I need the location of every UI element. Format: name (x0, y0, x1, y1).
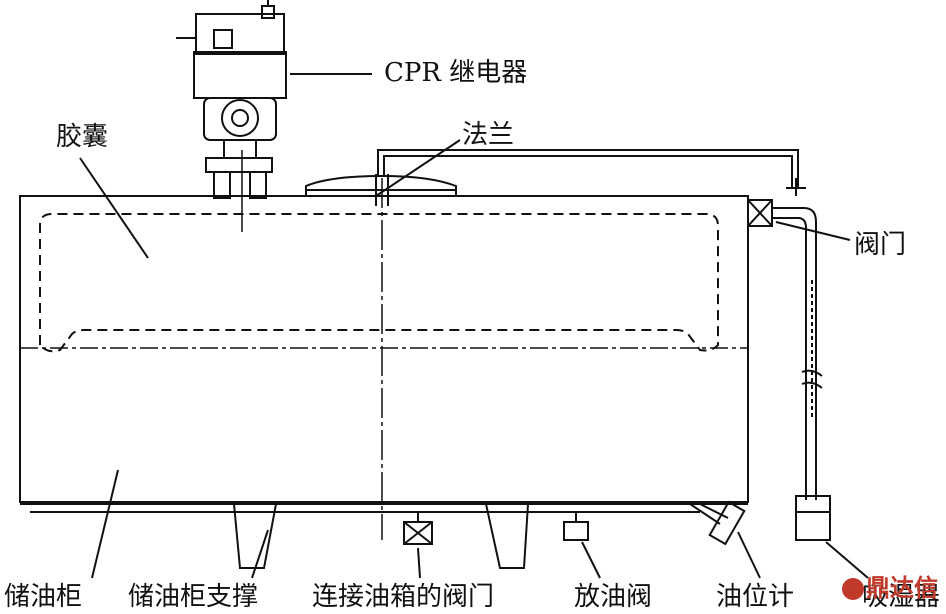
side-valve (747, 199, 817, 500)
support-right (485, 503, 529, 569)
top-pipe (377, 149, 799, 188)
watermark-badge-icon (842, 578, 864, 600)
drain-valve-body (563, 512, 589, 541)
watermark-logo: 鼎达信 (842, 576, 938, 600)
flange (305, 174, 457, 206)
oil-level-gauge-body (689, 500, 746, 546)
label-breather: 吸湿器 (862, 582, 941, 612)
label-drain-valve: 放油阀 (574, 582, 653, 612)
label-flange: 法兰 (462, 120, 515, 150)
support-left (233, 503, 277, 569)
label-cpr-relay: CPR 继电器 (384, 58, 528, 88)
bladder-outline (39, 213, 719, 353)
connecting-valve-body (403, 512, 433, 545)
label-bladder: 胶囊 (56, 122, 109, 152)
cpr-relay (176, 0, 287, 199)
label-oil-level-gauge: 油位计 (716, 582, 795, 612)
breather-body (795, 495, 831, 541)
conservator-tank (19, 195, 749, 503)
label-connecting-valve: 连接油箱的阀门 (312, 582, 495, 612)
label-valve: 阀门 (854, 230, 907, 260)
label-conservator: 储油柜 (4, 582, 83, 612)
watermark-text: 鼎达信 (866, 574, 938, 602)
label-conservator-support: 储油柜支撑 (128, 582, 259, 612)
